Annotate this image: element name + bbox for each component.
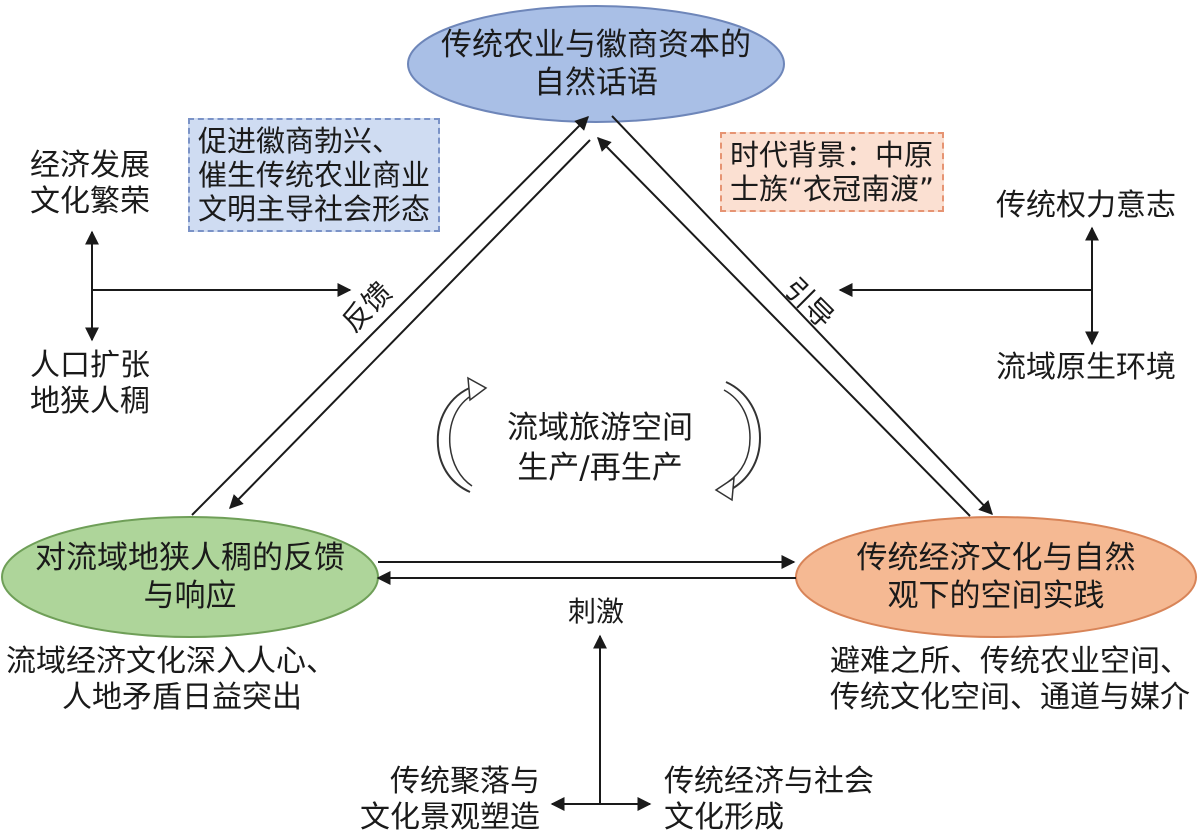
bottom-factor-left: 传统聚落与 文化景观塑造 — [330, 764, 540, 836]
cycle-arrow-left-inner — [448, 393, 475, 487]
node-left-label: 对流域地狭人稠的反馈 与响应 — [10, 539, 370, 615]
node-left-line1: 对流域地狭人稠的反馈 — [35, 540, 345, 576]
center-line1: 流域旅游空间 — [507, 410, 693, 446]
arrow-feedback-down — [229, 139, 591, 510]
node-top-ellipse — [407, 5, 785, 123]
center-line2: 生产/再生产 — [517, 450, 683, 486]
bottom-factor-left-line2: 文化景观塑造 — [360, 800, 540, 835]
left-factor-top: 经济发展 文化繁荣 — [30, 148, 150, 220]
arrow-guide-up — [597, 137, 971, 517]
orange-callout-box: 时代背景：中原 士族“衣冠南渡” — [720, 132, 945, 212]
node-top-label: 传统农业与徽商资本的 自然话语 — [416, 26, 776, 102]
left-factor-bottom-line1: 人口扩张 — [30, 348, 150, 383]
left-factor-top-line2: 文化繁荣 — [30, 184, 150, 219]
right-caption: 避难之所、传统农业空间、 传统文化空间、通道与媒介 — [780, 644, 1190, 716]
right-caption-line1: 避难之所、传统农业空间、 — [830, 644, 1190, 679]
bottom-factor-right: 传统经济与社会 文化形成 — [664, 764, 874, 836]
right-factor-top: 传统权力意志 — [996, 188, 1176, 223]
cycle-arrow-left-head — [467, 376, 488, 402]
arrow-guide-down — [611, 115, 993, 516]
node-right-label: 传统经济文化与自然 观下的空间实践 — [806, 539, 1186, 615]
blue-box-line3: 文明主导社会形态 — [198, 192, 431, 226]
right-caption-line2: 传统文化空间、通道与媒介 — [830, 680, 1190, 715]
bottom-factor-right-line1: 传统经济与社会 — [664, 764, 874, 799]
left-factor-top-line1: 经济发展 — [30, 148, 150, 183]
node-top-line1: 传统农业与徽商资本的 — [441, 27, 751, 63]
arrow-feedback-up — [191, 116, 589, 516]
edge-label-stimulus: 刺激 — [568, 595, 625, 628]
blue-box-line1: 促进徽商勃兴、 — [198, 124, 402, 158]
cycle-arrow-right-head — [714, 476, 735, 502]
blue-callout-box: 促进徽商勃兴、 催生传统农业商业 文明主导社会形态 — [188, 118, 441, 232]
blue-box-line2: 催生传统农业商业 — [198, 158, 431, 192]
left-factor-bottom: 人口扩张 地狭人稠 — [30, 348, 150, 420]
left-caption-line1: 流域经济文化深入人心、 — [6, 644, 336, 679]
cycle-arrow-right-inner — [723, 389, 751, 483]
node-left-line2: 与响应 — [143, 578, 237, 614]
orange-box-line1: 时代背景：中原 — [730, 138, 934, 172]
node-right-line2: 观下的空间实践 — [887, 578, 1105, 614]
node-top-line2: 自然话语 — [534, 65, 658, 101]
node-right-line1: 传统经济文化与自然 — [856, 540, 1136, 576]
bottom-factor-right-line2: 文化形成 — [664, 800, 784, 835]
cycle-arrow-left — [436, 385, 475, 493]
cycle-arrow-right — [725, 381, 762, 491]
bottom-factor-left-line1: 传统聚落与 — [390, 764, 540, 799]
right-factor-bottom: 流域原生环境 — [996, 350, 1176, 385]
left-factor-bottom-line2: 地狭人稠 — [30, 384, 150, 419]
left-caption: 流域经济文化深入人心、 人地矛盾日益突出 — [6, 644, 336, 716]
center-label: 流域旅游空间 生产/再生产 — [480, 408, 720, 488]
orange-box-line2: 士族“衣冠南渡” — [730, 172, 935, 206]
left-caption-line2: 人地矛盾日益突出 — [62, 680, 302, 715]
